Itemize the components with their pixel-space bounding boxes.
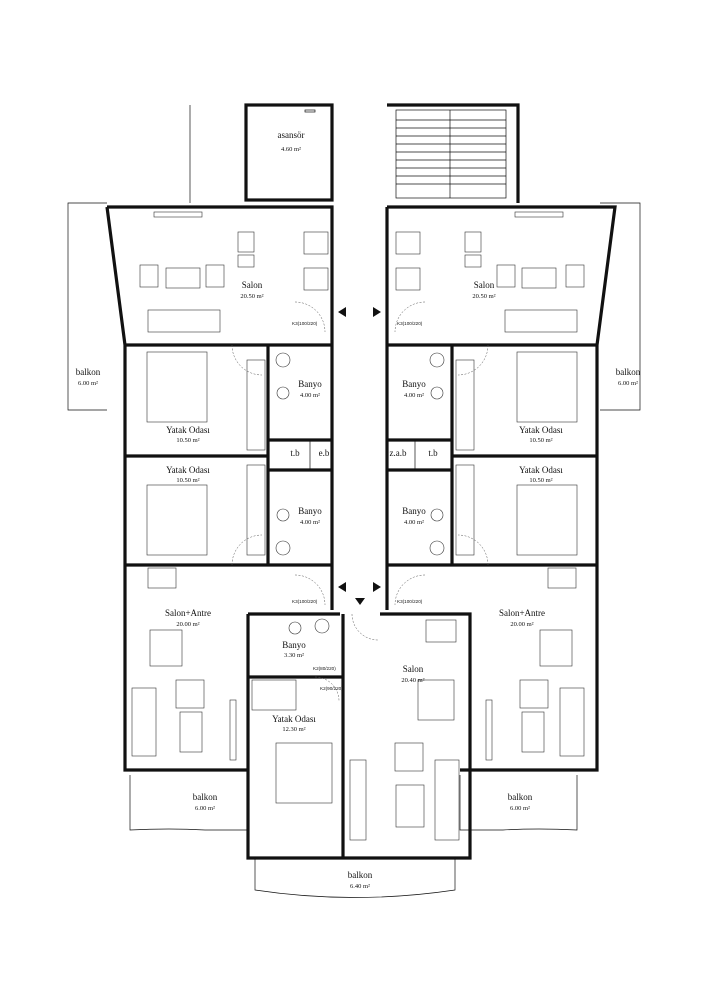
room-name-yatak-r1: Yatak Odası [519, 425, 563, 435]
entrance-arrows [338, 307, 381, 605]
room-name-banyo-r2: Banyo [402, 506, 426, 516]
room-name-balkon-r: balkon [616, 367, 641, 377]
room-area-banyo-r2: 4.00 m² [404, 519, 424, 526]
room-name-salon-tr: Salon [474, 280, 495, 290]
room-name-asansor: asansör [278, 130, 305, 140]
walls [105, 103, 617, 860]
room-name-banyo-l2: Banyo [298, 506, 322, 516]
room-area-banyo-c: 3.30 m² [284, 652, 304, 659]
room-area-banyo-l1: 4.00 m² [300, 392, 320, 399]
room-area-banyo-l2: 4.00 m² [300, 519, 320, 526]
arrow-left-icon [338, 582, 346, 592]
balcony-outlines [67, 105, 641, 898]
room-area-salon-c: 20.40 m² [401, 677, 424, 684]
room-name-balkon-l: balkon [76, 367, 101, 377]
room-name-zab: z.a.b [390, 448, 407, 458]
furniture [131, 211, 585, 841]
door-tag: K3(100/220) [397, 321, 423, 326]
room-name-salon-antre-r: Salon+Antre [499, 608, 545, 618]
room-name-salon-antre-l: Salon+Antre [165, 608, 211, 618]
door-tag: K3(100/220) [397, 599, 423, 604]
room-area-yatak-l1: 10.50 m² [176, 437, 199, 444]
door-tags: K3(100/220) K3(100/220) K3(100/220) K3(1… [292, 321, 423, 691]
room-area-salon-antre-r: 20.00 m² [510, 621, 533, 628]
room-area-yatak-r2: 10.50 m² [529, 477, 552, 484]
door-tag: K2(80/220) [313, 666, 336, 671]
room-name-yatak-c: Yatak Odası [272, 714, 316, 724]
room-name-salon-c: Salon [403, 664, 424, 674]
thin-partitions [267, 109, 416, 470]
door-tag: K3(100/220) [292, 599, 318, 604]
room-name-tb-l: t.b [290, 448, 300, 458]
door-swings [231, 301, 489, 702]
room-name-yatak-l2: Yatak Odası [166, 465, 210, 475]
room-name-eb: e.b [319, 448, 330, 458]
room-area-balkon-br: 6.00 m² [510, 805, 530, 812]
room-name-banyo-l1: Banyo [298, 379, 322, 389]
room-name-yatak-l1: Yatak Odası [166, 425, 210, 435]
room-name-yatak-r2: Yatak Odası [519, 465, 563, 475]
room-area-asansor: 4.60 m² [281, 146, 301, 153]
arrow-down-icon [355, 598, 365, 605]
room-name-salon-tl: Salon [242, 280, 263, 290]
room-area-yatak-c: 12.30 m² [282, 726, 305, 733]
room-area-balkon-l: 6.00 m² [78, 380, 98, 387]
room-name-banyo-c: Banyo [282, 640, 306, 650]
staircase [395, 109, 507, 199]
room-name-balkon-bl: balkon [193, 792, 218, 802]
room-area-salon-antre-l: 20.00 m² [176, 621, 199, 628]
arrow-right-icon [373, 582, 381, 592]
room-name-tb-r: t.b [428, 448, 438, 458]
room-area-banyo-r1: 4.00 m² [404, 392, 424, 399]
door-tag: K2(90/220) [320, 686, 343, 691]
room-area-yatak-r1: 10.50 m² [529, 437, 552, 444]
arrow-left-icon [338, 307, 346, 317]
door-tag: K3(100/220) [292, 321, 318, 326]
room-area-salon-tl: 20.50 m² [240, 293, 263, 300]
arrow-right-icon [373, 307, 381, 317]
room-area-yatak-l2: 10.50 m² [176, 477, 199, 484]
room-area-balkon-r: 6.00 m² [618, 380, 638, 387]
room-name-banyo-r1: Banyo [402, 379, 426, 389]
room-name-balkon-c: balkon [348, 870, 373, 880]
room-labels: asansör 4.60 m² Salon 20.50 m² Salon 20.… [76, 130, 641, 890]
room-area-balkon-c: 6.40 m² [350, 883, 370, 890]
room-area-balkon-bl: 6.00 m² [195, 805, 215, 812]
room-area-salon-tr: 20.50 m² [472, 293, 495, 300]
room-name-balkon-br: balkon [508, 792, 533, 802]
